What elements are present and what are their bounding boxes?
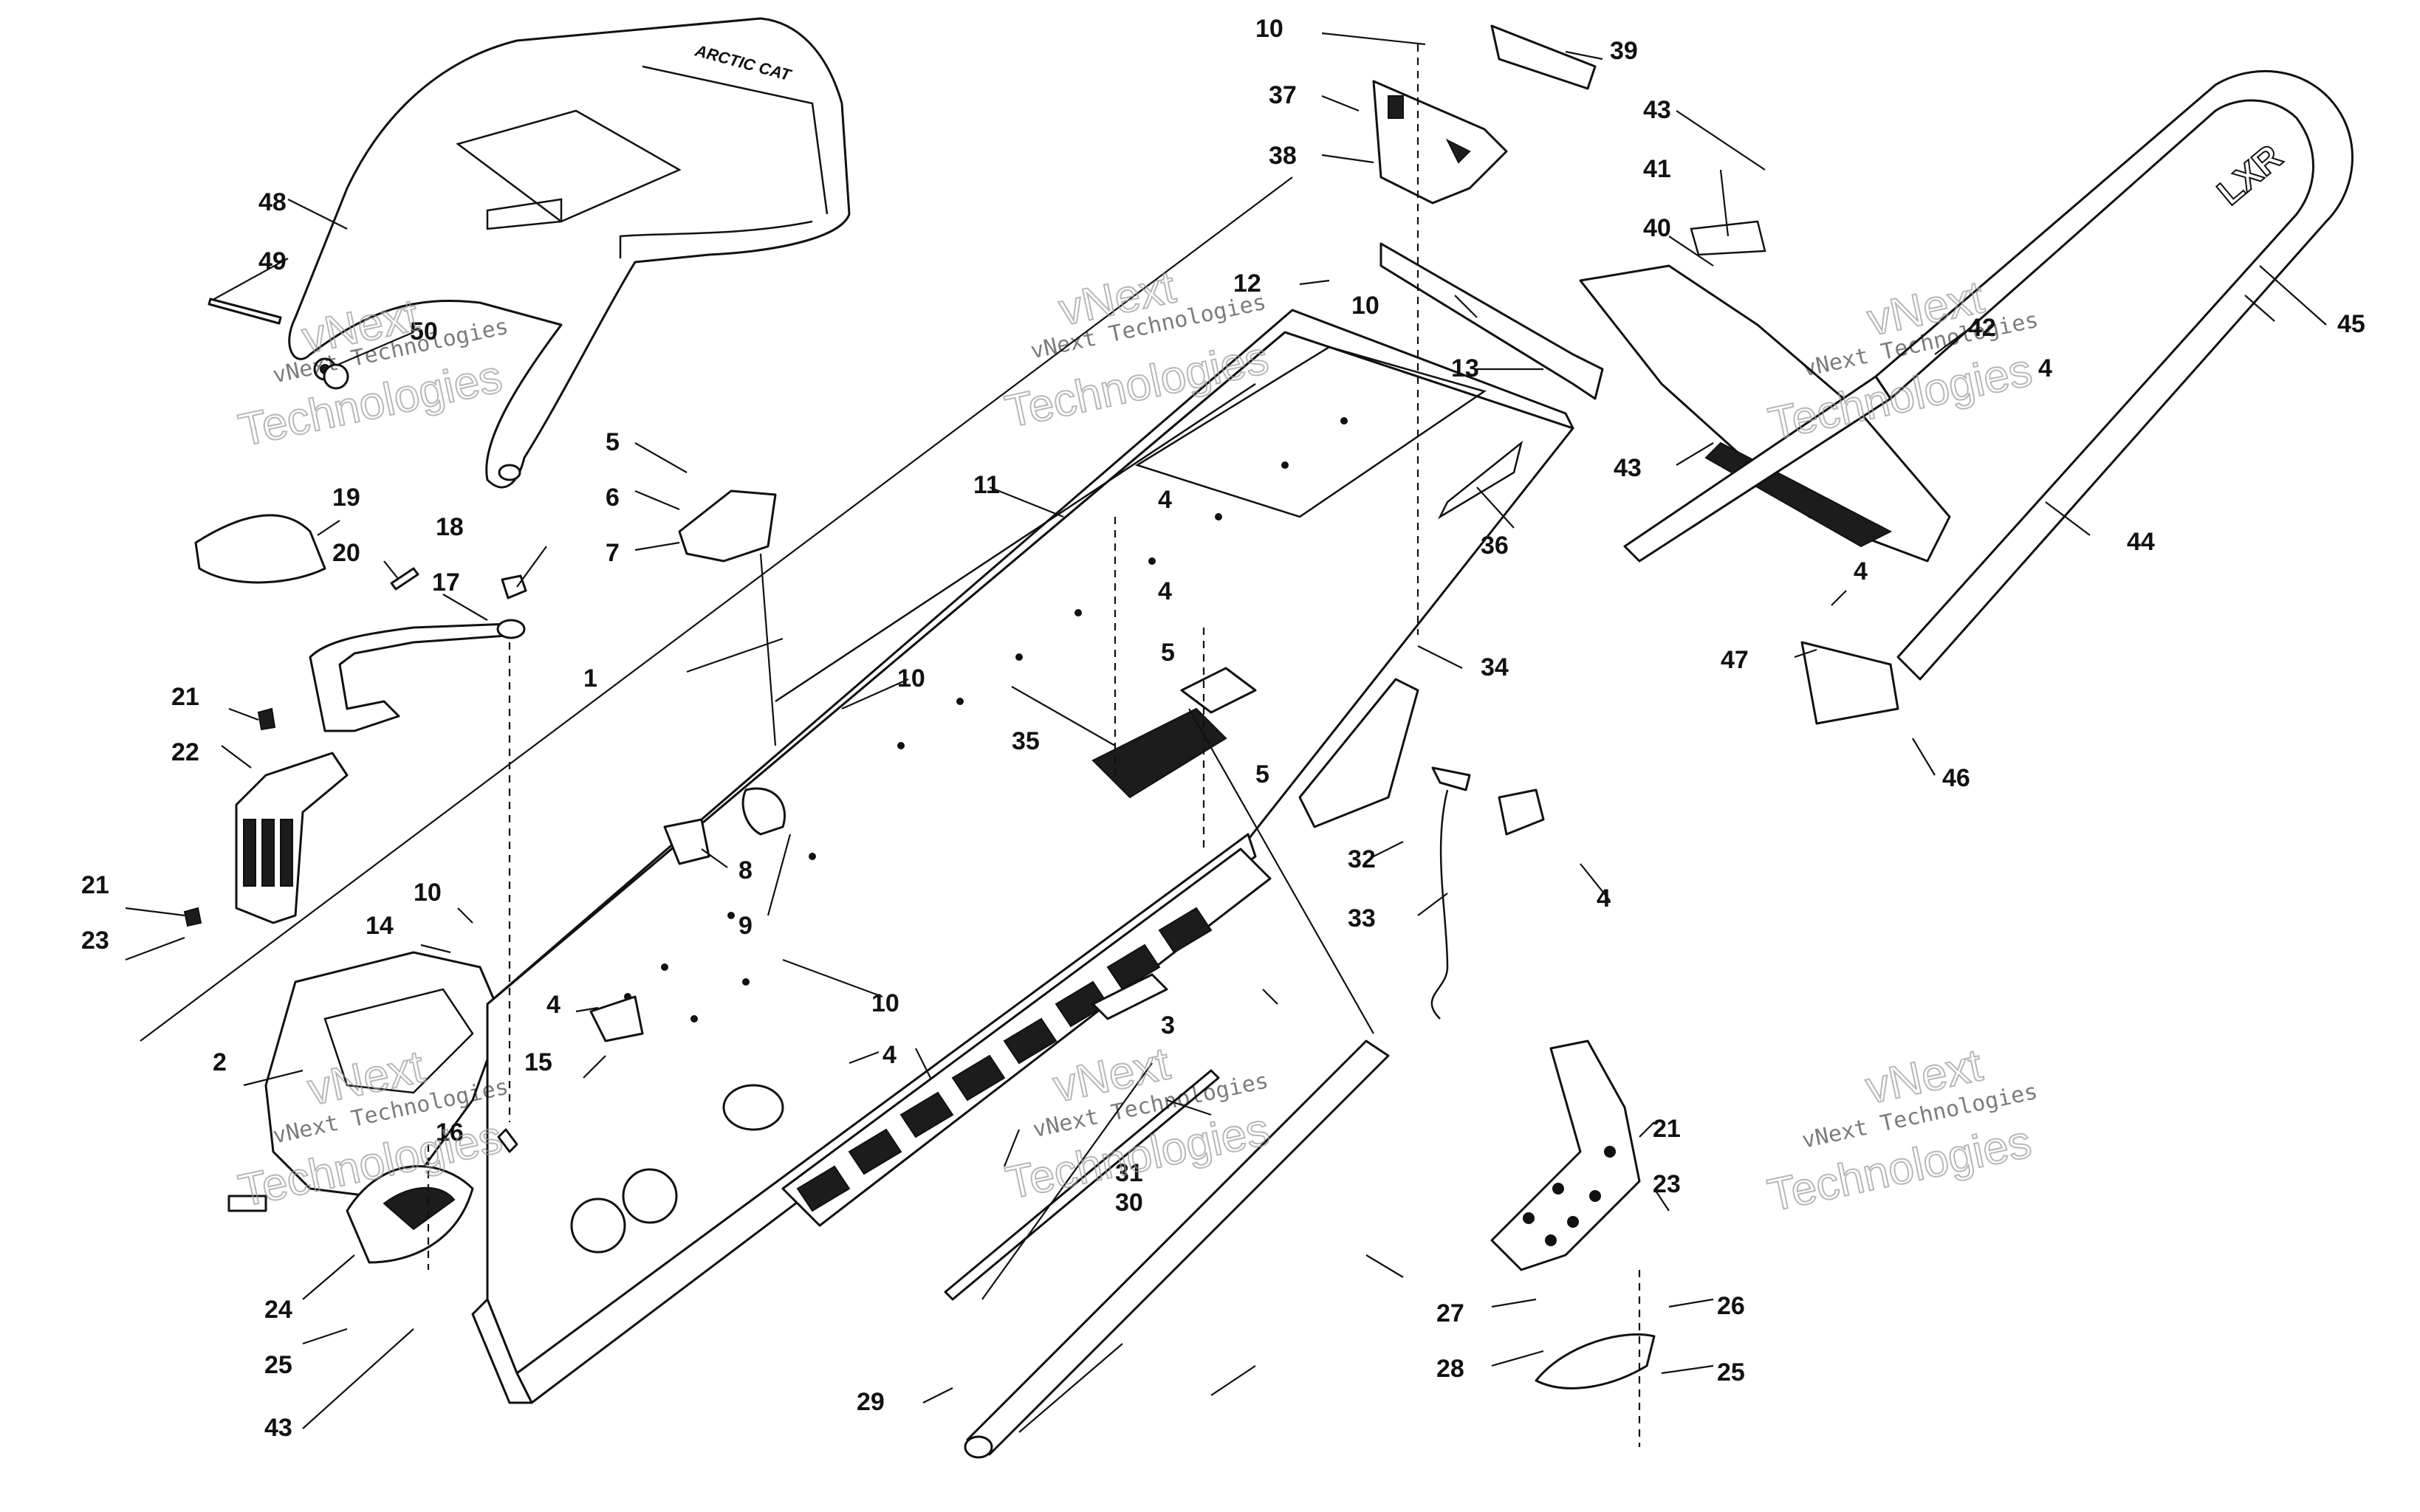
callout-12: 12 bbox=[1233, 269, 1261, 298]
callout-38: 38 bbox=[1269, 142, 1297, 170]
callout-36: 36 bbox=[1481, 532, 1509, 560]
callout-35: 35 bbox=[1012, 727, 1040, 755]
plate-8 bbox=[663, 818, 710, 865]
callout-18: 18 bbox=[436, 513, 464, 541]
callout-7: 7 bbox=[606, 539, 620, 567]
leader-lines bbox=[125, 32, 2327, 1447]
callout-45: 45 bbox=[2337, 310, 2365, 338]
bolt-20 bbox=[390, 567, 419, 591]
callout-31: 31 bbox=[1115, 1159, 1143, 1187]
plate-9 bbox=[741, 787, 786, 836]
callout-8: 8 bbox=[738, 856, 753, 884]
callout-15: 15 bbox=[524, 1048, 552, 1076]
callout-4b: 4 bbox=[1158, 577, 1172, 605]
callout-14: 14 bbox=[366, 912, 394, 940]
plate-32 bbox=[1298, 678, 1419, 828]
clip-21-upper bbox=[257, 707, 276, 731]
nut-18 bbox=[501, 574, 527, 599]
footpad-26 bbox=[1535, 1333, 1656, 1389]
strip-31 bbox=[944, 1069, 1220, 1301]
callout-43b: 43 bbox=[1614, 454, 1642, 482]
callout-13: 13 bbox=[1451, 354, 1479, 382]
callout-20: 20 bbox=[332, 539, 360, 567]
watermark-6: vNext vNext Technologies Technologies bbox=[1763, 1039, 2040, 1222]
callout-17: 17 bbox=[432, 568, 460, 597]
callout-48: 48 bbox=[258, 188, 287, 216]
callout-10b: 10 bbox=[1351, 292, 1379, 320]
callout-4g: 4 bbox=[1854, 557, 1868, 585]
grab-handle-17 bbox=[309, 619, 526, 732]
callout-33: 33 bbox=[1348, 904, 1376, 932]
callout-labels: 1 2 3 4 4 4 4 4 4 4 5 5 5 6 7 8 9 10 10 … bbox=[81, 15, 2365, 1442]
callout-39: 39 bbox=[1610, 37, 1638, 65]
callout-25b: 25 bbox=[1717, 1358, 1745, 1386]
callout-4a: 4 bbox=[1158, 486, 1172, 514]
callout-10d: 10 bbox=[871, 989, 899, 1017]
footpad-24 bbox=[346, 1165, 474, 1264]
callout-49: 49 bbox=[258, 247, 287, 275]
callout-11: 11 bbox=[973, 471, 1000, 499]
clip-21-lower bbox=[183, 907, 202, 927]
bracket-7 bbox=[678, 489, 777, 563]
callout-19: 19 bbox=[332, 484, 360, 512]
callout-3: 3 bbox=[1161, 1011, 1175, 1040]
running-board-3 bbox=[781, 848, 1272, 1227]
callout-5b: 5 bbox=[1161, 639, 1175, 667]
callout-46: 46 bbox=[1942, 764, 1970, 792]
callout-6: 6 bbox=[606, 484, 620, 512]
footrest-27 bbox=[1490, 1040, 1641, 1271]
bolt-16 bbox=[497, 1128, 518, 1153]
callout-47: 47 bbox=[1721, 646, 1749, 674]
callout-4c: 4 bbox=[546, 991, 561, 1019]
callout-44: 44 bbox=[2127, 528, 2155, 556]
callout-2: 2 bbox=[213, 1048, 227, 1076]
watermark-1: vNext vNext Technologies Technologies bbox=[233, 289, 510, 457]
callout-9: 9 bbox=[738, 912, 753, 940]
callout-30: 30 bbox=[1115, 1189, 1143, 1217]
callout-5c: 5 bbox=[1255, 760, 1269, 788]
plate-36 bbox=[1437, 440, 1523, 520]
callout-29: 29 bbox=[857, 1388, 885, 1416]
bracket-13 bbox=[1379, 242, 1604, 400]
rail-logo-text: LXR bbox=[2210, 137, 2290, 213]
cover-19 bbox=[194, 514, 326, 584]
seat-fasteners bbox=[208, 298, 349, 390]
callout-50: 50 bbox=[410, 317, 438, 346]
callout-27: 27 bbox=[1436, 1299, 1464, 1327]
bumper-end-47 bbox=[1800, 641, 1899, 725]
callout-24: 24 bbox=[264, 1296, 292, 1324]
callout-40: 40 bbox=[1643, 214, 1671, 242]
bracket-22 bbox=[235, 752, 349, 924]
callout-4f: 4 bbox=[2038, 354, 2052, 382]
callout-4e: 4 bbox=[1597, 884, 1611, 913]
callout-28: 28 bbox=[1436, 1355, 1464, 1383]
callout-37: 37 bbox=[1269, 81, 1297, 109]
callout-43a: 43 bbox=[1643, 96, 1671, 124]
callout-43c: 43 bbox=[264, 1414, 292, 1442]
callout-34: 34 bbox=[1481, 653, 1509, 681]
callout-10e: 10 bbox=[414, 879, 442, 907]
callout-21b: 21 bbox=[81, 871, 109, 899]
callout-22: 22 bbox=[171, 738, 199, 766]
callout-21c: 21 bbox=[1653, 1115, 1681, 1143]
callout-23a: 23 bbox=[81, 927, 109, 955]
callout-4d: 4 bbox=[882, 1041, 897, 1069]
callout-32: 32 bbox=[1348, 845, 1376, 873]
callout-1: 1 bbox=[583, 664, 597, 693]
callout-42: 42 bbox=[1968, 314, 1996, 342]
callout-23b: 23 bbox=[1653, 1170, 1681, 1198]
strap-33 bbox=[1430, 766, 1545, 1020]
callout-10c: 10 bbox=[897, 664, 925, 693]
callout-21a: 21 bbox=[171, 683, 199, 711]
hitch-assembly bbox=[1372, 24, 1597, 205]
callout-10a: 10 bbox=[1255, 15, 1283, 43]
block-15 bbox=[589, 995, 644, 1042]
callout-41: 41 bbox=[1643, 155, 1671, 183]
callout-16: 16 bbox=[436, 1118, 464, 1147]
callout-26: 26 bbox=[1717, 1292, 1745, 1320]
decal-35 bbox=[1091, 667, 1257, 799]
callout-25a: 25 bbox=[264, 1351, 292, 1379]
callout-5a: 5 bbox=[606, 428, 620, 456]
